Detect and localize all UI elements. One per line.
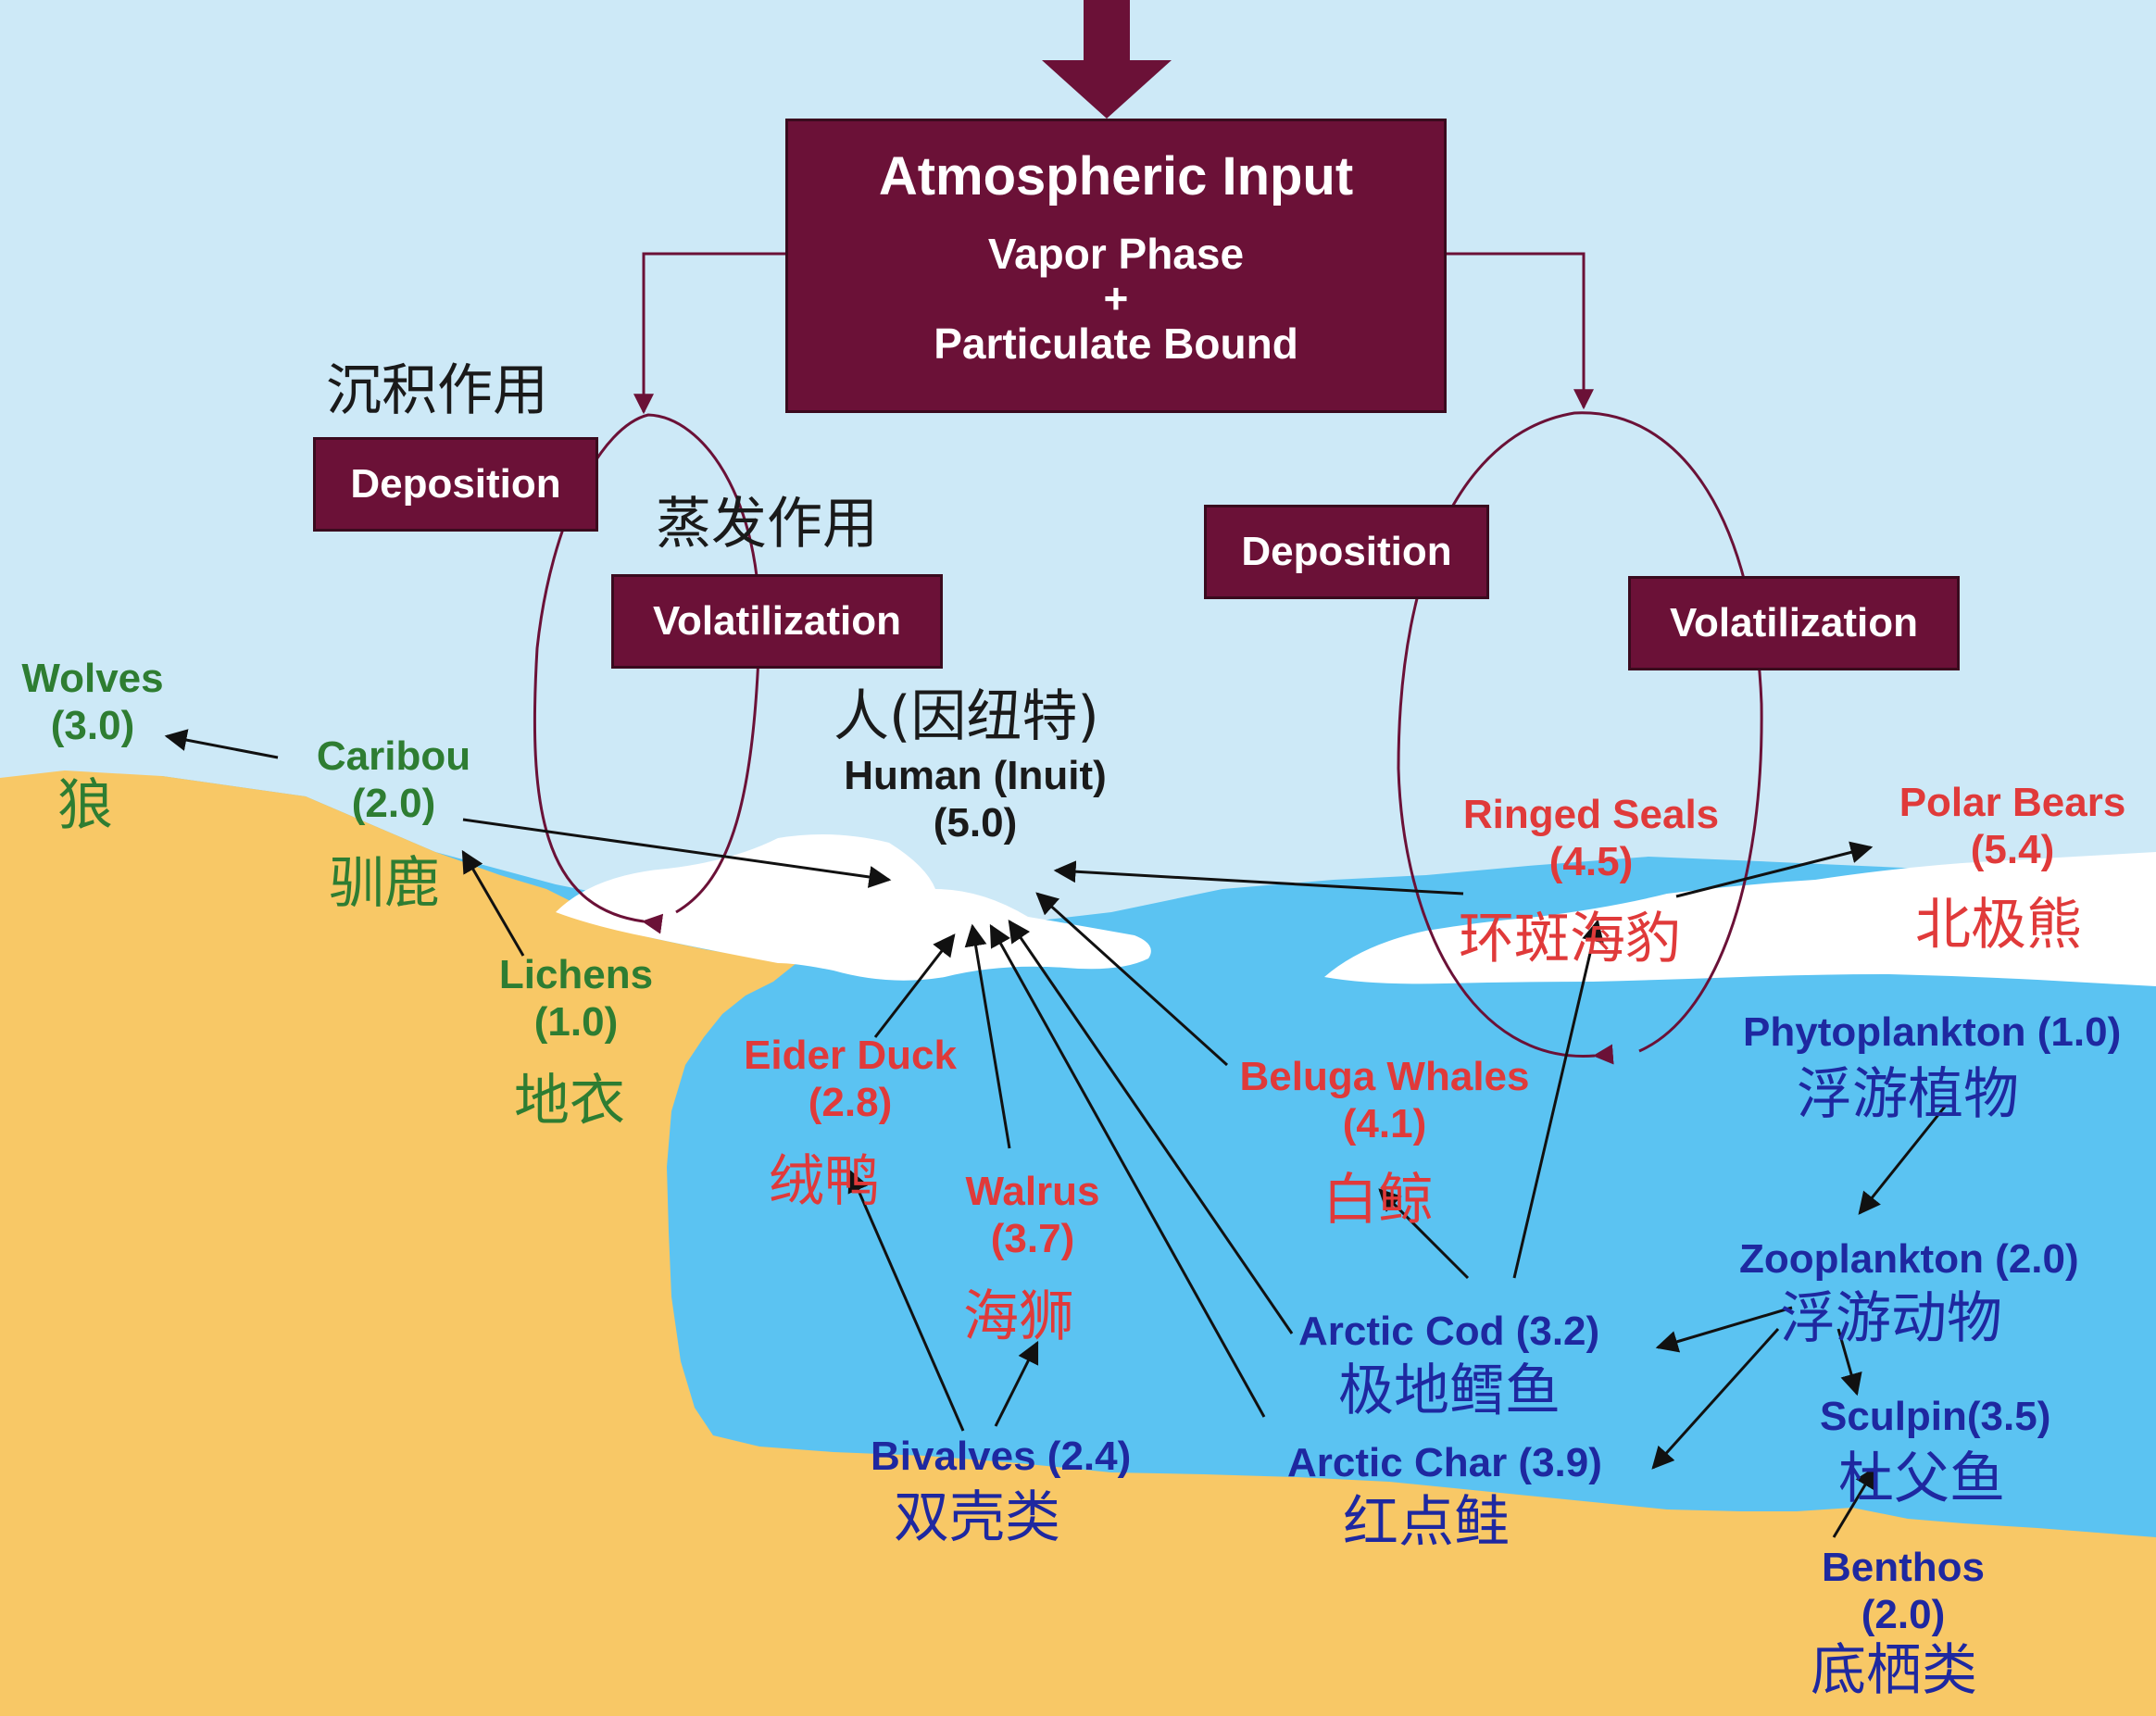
right-branch-connector — [1447, 252, 1594, 410]
arrow-phyto-to-zoo — [1858, 1106, 1947, 1215]
atmospheric-input-detail: Vapor Phase + Particulate Bound — [934, 232, 1298, 366]
arrow-char-to-human — [989, 923, 1266, 1418]
arrow-walrus-to-human — [964, 923, 1011, 1149]
polar-bears-name: Polar Bears — [1899, 780, 2126, 825]
arrow-lichens-to-caribou — [461, 849, 525, 957]
lichens-cn-label: 地衣 — [514, 1069, 625, 1134]
caribou-label: Caribou (2.0) — [317, 733, 470, 827]
arrow-cod-to-seals — [1512, 919, 1604, 1279]
land-region — [0, 770, 2156, 1716]
right-deposition-box: Deposition — [1204, 505, 1489, 599]
wolves-cn-label: 狼 — [57, 773, 113, 838]
walrus-level: (3.7) — [990, 1215, 1075, 1261]
vapor-phase-label: Vapor Phase — [987, 230, 1245, 278]
beluga-name: Beluga Whales — [1239, 1054, 1530, 1099]
wolves-name: Wolves — [21, 656, 164, 701]
left-volatilization-box: Volatilization — [611, 574, 943, 669]
lichens-name: Lichens — [498, 952, 654, 997]
beluga-label: Beluga Whales (4.1) — [1240, 1054, 1530, 1147]
beluga-level: (4.1) — [1342, 1100, 1427, 1146]
left-deposition-volatilization-cycle — [533, 413, 761, 934]
arctic-char-label: Arctic Char (3.9) — [1287, 1440, 1602, 1485]
arrow-seals-to-polar-bears — [1675, 841, 1874, 898]
phytoplankton-cn-label: 浮游植物 — [1797, 1062, 2019, 1127]
atmospheric-input-arrow — [1042, 0, 1172, 119]
walrus-cn-label: 海狮 — [963, 1284, 1074, 1349]
arrow-bivalves-to-walrus — [994, 1340, 1039, 1427]
benthos-cn-label: 底栖类 — [1811, 1638, 1977, 1703]
right-volatilization-label: Volatilization — [1669, 600, 1919, 645]
polar-bears-level: (5.4) — [1970, 826, 2055, 872]
polar-bears-cn-label: 北极熊 — [1915, 893, 2082, 958]
arrow-benthos-to-sculpin — [1832, 1465, 1877, 1538]
arctic-char-cn-label: 红点鲑 — [1343, 1490, 1510, 1555]
lichens-level: (1.0) — [533, 998, 619, 1045]
arrow-cod-to-beluga — [1378, 1188, 1470, 1280]
human-cn-label: 人(因纽特) — [834, 684, 1099, 749]
ringed-seals-label: Ringed Seals (4.5) — [1463, 792, 1719, 885]
human-level: (5.0) — [933, 799, 1018, 845]
eider-duck-label: Eider Duck (2.8) — [744, 1033, 957, 1126]
right-volatilization-box: Volatilization — [1628, 576, 1960, 670]
sculpin-cn-label: 杜父鱼 — [1838, 1447, 2005, 1511]
atmospheric-input-box: Atmospheric Input Vapor Phase + Particul… — [785, 119, 1447, 413]
ringed-seals-name: Ringed Seals — [1462, 792, 1720, 837]
ringed-seals-cn-label: 环斑海豹 — [1459, 907, 1681, 971]
zooplankton-label: Zooplankton (2.0) — [1739, 1236, 2079, 1282]
arrow-eider-to-human — [873, 933, 956, 1038]
arrow-seals-to-human — [1053, 860, 1464, 896]
arctic-cod-label: Arctic Cod (3.2) — [1298, 1309, 1600, 1354]
walrus-label: Walrus (3.7) — [965, 1169, 1099, 1262]
caribou-name: Caribou — [316, 733, 471, 779]
caribou-cn-label: 驯鹿 — [329, 851, 440, 916]
benthos-label: Benthos (2.0) — [1822, 1545, 1985, 1638]
left-volatilization-cn-label: 蒸发作用 — [656, 492, 878, 557]
arrow-beluga-to-human — [1035, 892, 1229, 1067]
ringed-seals-level: (4.5) — [1548, 838, 1634, 884]
plus-sign: + — [1103, 274, 1129, 323]
human-label: Human (Inuit) (5.0) — [844, 753, 1107, 846]
arrow-zoo-to-cod — [1655, 1306, 1793, 1353]
beluga-cn-label: 白鲸 — [1322, 1168, 1434, 1233]
lichens-label: Lichens (1.0) — [499, 952, 653, 1046]
benthos-name: Benthos — [1822, 1545, 1985, 1590]
polar-bears-label: Polar Bears (5.4) — [1899, 780, 2126, 873]
human-name: Human (Inuit) — [844, 753, 1107, 798]
right-deposition-label: Deposition — [1241, 529, 1452, 574]
left-deposition-box: Deposition — [313, 437, 598, 532]
arrow-cod-to-human — [1008, 920, 1294, 1334]
wolves-label: Wolves (3.0) — [21, 656, 163, 749]
bivalves-cn-label: 双壳类 — [894, 1485, 1060, 1550]
left-deposition-cn-label: 沉积作用 — [326, 358, 548, 423]
arrow-zoo-to-char — [1651, 1327, 1780, 1470]
arrow-zoo-to-sculpin — [1836, 1328, 1862, 1397]
arrow-bivalves-to-eider — [847, 1169, 965, 1432]
atmospheric-input-title: Atmospheric Input — [878, 146, 1354, 207]
left-deposition-label: Deposition — [350, 461, 561, 507]
left-volatilization-label: Volatilization — [652, 598, 902, 644]
caribou-level: (2.0) — [351, 780, 436, 826]
walrus-name: Walrus — [965, 1169, 1100, 1214]
bivalves-label: Bivalves (2.4) — [871, 1434, 1132, 1479]
particulate-bound-label: Particulate Bound — [934, 319, 1298, 368]
phytoplankton-label: Phytoplankton (1.0) — [1743, 1009, 2122, 1055]
sculpin-label: Sculpin(3.5) — [1820, 1394, 2051, 1439]
left-branch-connector — [633, 252, 785, 415]
eider-duck-level: (2.8) — [808, 1079, 893, 1125]
right-ice-floe — [1324, 852, 2156, 986]
wolves-level: (3.0) — [50, 702, 135, 748]
right-deposition-volatilization-cycle — [1397, 411, 1763, 1065]
benthos-level: (2.0) — [1861, 1591, 1946, 1637]
zooplankton-cn-label: 浮游动物 — [1780, 1286, 2002, 1351]
eider-duck-name: Eider Duck — [744, 1033, 957, 1078]
arrow-caribou-to-wolves — [164, 729, 279, 759]
arrow-caribou-to-human — [462, 818, 892, 888]
eider-duck-cn-label: 绒鸭 — [769, 1149, 880, 1214]
arctic-cod-cn-label: 极地鳕鱼 — [1338, 1359, 1561, 1423]
